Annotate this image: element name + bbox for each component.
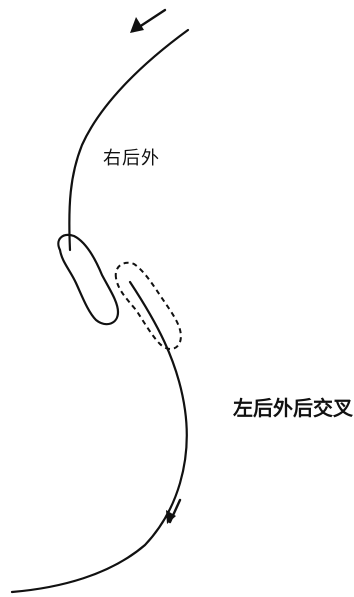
upper-tracing-line	[69, 30, 188, 250]
lower-tracing-line	[12, 282, 187, 592]
lower-edge-label: 左后外后交叉	[233, 398, 353, 418]
direction-arrow-top-icon	[130, 10, 165, 33]
solid-skate-outline	[58, 235, 118, 324]
dashed-skate-outline	[116, 263, 181, 349]
upper-edge-label: 右后外	[103, 150, 160, 168]
